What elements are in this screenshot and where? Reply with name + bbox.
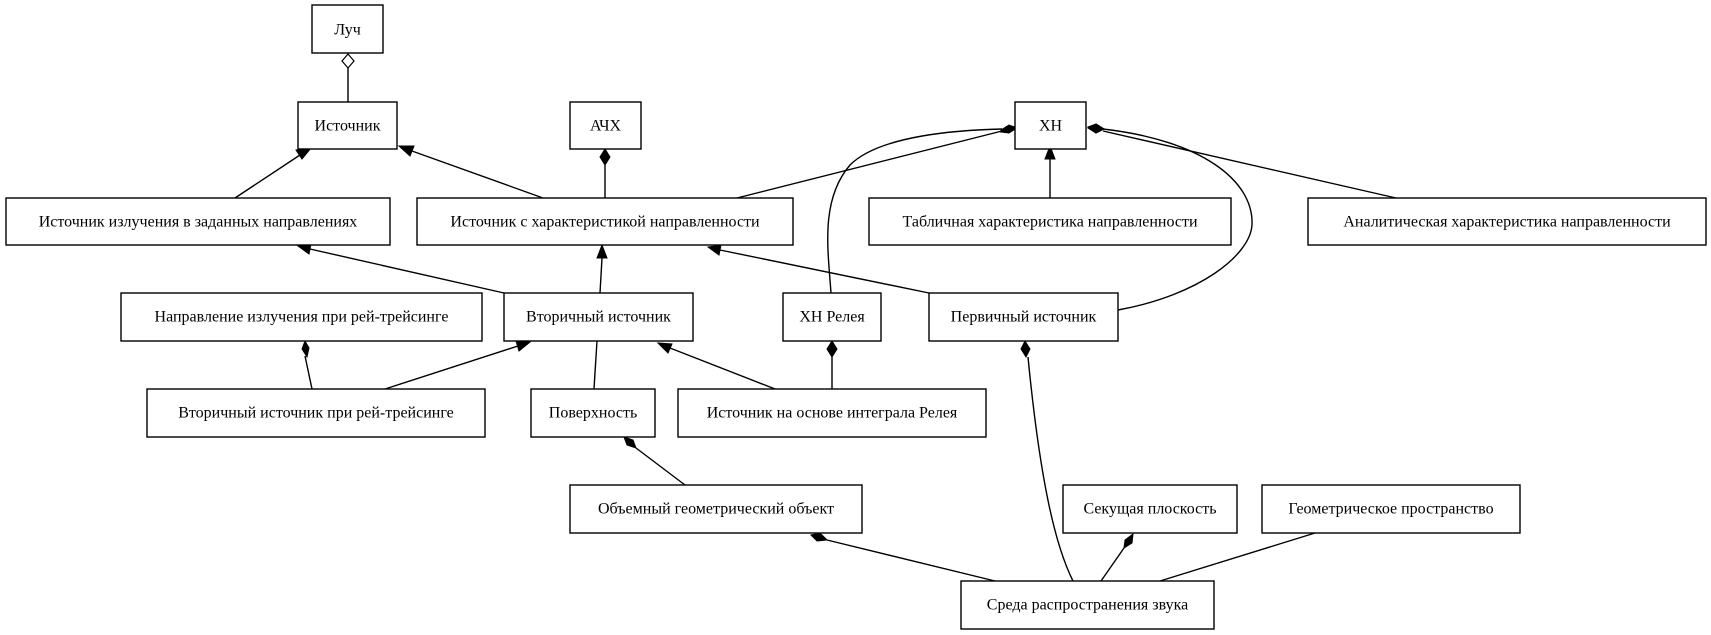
node-rayleigh-integral-source[interactable]: Источник на основе интеграла Релея (677, 388, 987, 438)
node-label: Источник излучения в заданных направлени… (39, 214, 358, 231)
edge-medium-primary (1027, 356, 1074, 582)
edge-volumetric-surface (635, 447, 686, 486)
edges (234, 53, 1397, 582)
inheritance-arrow-directivity (397, 145, 415, 157)
node-source[interactable]: Источник (297, 101, 398, 150)
inheritance-arrow-rt-secondary (515, 340, 532, 352)
node-label: ХН (1039, 118, 1063, 135)
node-label: Геометрическое пространство (1288, 501, 1493, 518)
composition-diamond-rt-direction (301, 339, 310, 359)
edge-medium-cutting (1100, 547, 1125, 582)
edge-primary-xn (1102, 128, 1253, 311)
node-label: Первичный источник (951, 309, 1097, 326)
node-label: Секущая плоскость (1083, 501, 1216, 518)
edge-directivity-xn (736, 130, 1003, 199)
node-label: Направление излучения при рей-трейсинге (155, 309, 449, 326)
node-volumetric-object[interactable]: Объемный геометрический объект (569, 484, 863, 534)
node-tabular-directivity[interactable]: Табличная характеристика направленности (868, 197, 1232, 246)
node-label: Источник с характеристикой направленност… (450, 214, 760, 231)
edge-secondary-to-directivity (599, 257, 603, 294)
composition-diamond-surface (623, 436, 637, 449)
node-label: Поверхность (549, 405, 637, 422)
node-label: ХН Релея (799, 309, 865, 326)
edge-primary-to-directivity (719, 249, 930, 294)
node-secondary-source[interactable]: Вторичный источник (503, 292, 694, 342)
composition-diamond-primary-xn (1086, 123, 1106, 134)
edge-medium-geometric-space (1159, 532, 1316, 582)
composition-diamond-xn-rayleigh (999, 124, 1019, 134)
node-label: Источник на основе интеграла Релея (707, 405, 958, 422)
edge-secondary-to-directional (309, 248, 505, 294)
edge-surface-secondary (593, 340, 598, 390)
edge-xn-rayleigh-xn (827, 128, 1003, 294)
inheritance-arrow-tabular (1044, 144, 1056, 160)
node-directivity-source[interactable]: Источник с характеристикой направленност… (416, 197, 794, 246)
composition-diamond-afc (599, 148, 611, 166)
node-raytracing-secondary-source[interactable]: Вторичный источник при рей-трейсинге (146, 388, 486, 438)
node-directional-emission-source[interactable]: Источник излучения в заданных направлени… (5, 197, 391, 246)
node-analytical-directivity[interactable]: Аналитическая характеристика направленно… (1307, 197, 1707, 246)
node-xn-rayleigh[interactable]: ХН Релея (782, 292, 882, 342)
edge-medium-volumetric (826, 539, 996, 582)
node-label: АЧХ (590, 118, 622, 135)
composition-diamond-cutting (1123, 532, 1134, 549)
edge-directivity-to-source (411, 150, 544, 199)
node-label: Источник (315, 118, 381, 135)
node-surface[interactable]: Поверхность (530, 388, 656, 438)
edge-rt-secondary-direction (304, 355, 313, 390)
node-ray[interactable]: Луч (311, 4, 384, 54)
inheritance-arrow-primary-directivity (706, 244, 722, 256)
node-primary-source[interactable]: Первичный источник (928, 292, 1119, 342)
node-afc[interactable]: АЧХ (569, 101, 642, 150)
node-xn[interactable]: ХН (1014, 101, 1087, 150)
edge-rayleigh-source-to-secondary (669, 347, 776, 390)
inheritance-arrow-secondary-directivity (596, 243, 608, 259)
inheritance-arrow-rayleigh-source (656, 342, 673, 354)
composition-diamond-primary (1020, 339, 1031, 359)
node-geometric-space[interactable]: Геометрическое пространство (1261, 484, 1521, 534)
edge-analytical-xn (1102, 130, 1397, 199)
node-raytracing-direction[interactable]: Направление излучения при рей-трейсинге (120, 292, 483, 342)
node-label: Табличная характеристика направленности (902, 214, 1198, 231)
node-label: Среда распространения звука (987, 597, 1188, 614)
node-label: Луч (334, 22, 361, 39)
edge-rt-secondary-to-secondary (384, 345, 519, 390)
nodes: Луч Источник АЧХ ХН Источник излучения в… (5, 4, 1707, 630)
composition-diamond-xn-rayleigh-link (826, 340, 838, 358)
composition-diamond-volumetric (810, 532, 829, 542)
node-label: Вторичный источник при рей-трейсинге (178, 405, 454, 422)
node-propagation-medium[interactable]: Среда распространения звука (960, 580, 1215, 630)
aggregation-diamond-ray (341, 53, 355, 69)
node-label: Аналитическая характеристика направленно… (1343, 214, 1671, 231)
edge-directional-to-source (234, 154, 301, 199)
node-cutting-plane[interactable]: Секущая плоскость (1062, 484, 1238, 534)
node-label: Объемный геометрический объект (598, 501, 834, 518)
node-label: Вторичный источник (526, 309, 671, 326)
